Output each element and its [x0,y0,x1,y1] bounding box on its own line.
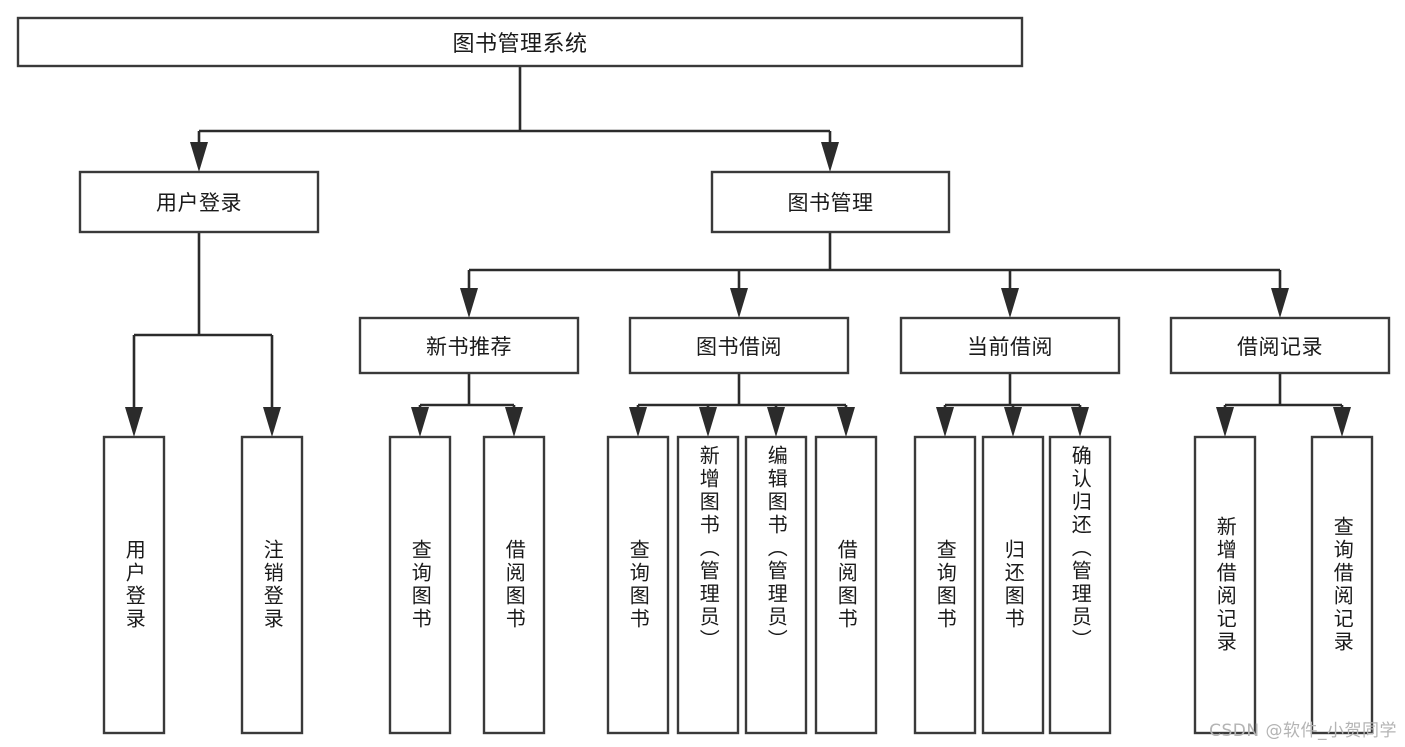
leaf-box-8[interactable] [913,435,977,735]
arrow-to-leaf-borrow-book-2 [837,407,855,437]
leaf-box-5[interactable] [676,435,740,735]
leaf-box-6[interactable] [744,435,808,735]
arrow-to-leaf-return-book [1004,407,1022,437]
node-box-new-book-recommend[interactable] [358,316,580,375]
arrow-to-records [1271,288,1289,318]
leaf-box-11[interactable] [1193,435,1257,735]
arrow-to-leaf-query-book-1 [411,407,429,437]
node-box-book-borrow[interactable] [628,316,850,375]
leaf-box-12[interactable] [1310,435,1374,735]
leaf-box-10[interactable] [1048,435,1112,735]
leaf-box-3[interactable] [482,435,546,735]
leaf-box-2[interactable] [388,435,452,735]
leaf-box-9[interactable] [981,435,1045,735]
arrow-to-leaf-borrow-book-1 [505,407,523,437]
node-box-root[interactable] [16,16,1024,68]
leaf-box-0[interactable] [102,435,166,735]
arrow-to-current [1001,288,1019,318]
arrow-to-book-mgmt [821,142,839,172]
arrow-to-leaf-query-book-2 [629,407,647,437]
arrow-to-leaf-add-book [699,407,717,437]
arrow-to-leaf-user-login [125,407,143,437]
arrow-to-leaf-confirm-return [1071,407,1089,437]
arrow-to-borrow [730,288,748,318]
leaf-box-7[interactable] [814,435,878,735]
arrow-to-leaf-query-book-3 [936,407,954,437]
node-box-user-login[interactable] [78,170,320,234]
arrow-to-leaf-logout [263,407,281,437]
arrow-to-leaf-edit-book [767,407,785,437]
arrow-to-user-login [190,142,208,172]
arrow-to-new-book [460,288,478,318]
leaf-box-1[interactable] [240,435,304,735]
leaf-box-4[interactable] [606,435,670,735]
node-box-book-management[interactable] [710,170,951,234]
arrow-to-leaf-add-record [1216,407,1234,437]
node-box-current-borrow[interactable] [899,316,1121,375]
node-box-borrow-records[interactable] [1169,316,1391,375]
arrow-to-leaf-query-record [1333,407,1351,437]
